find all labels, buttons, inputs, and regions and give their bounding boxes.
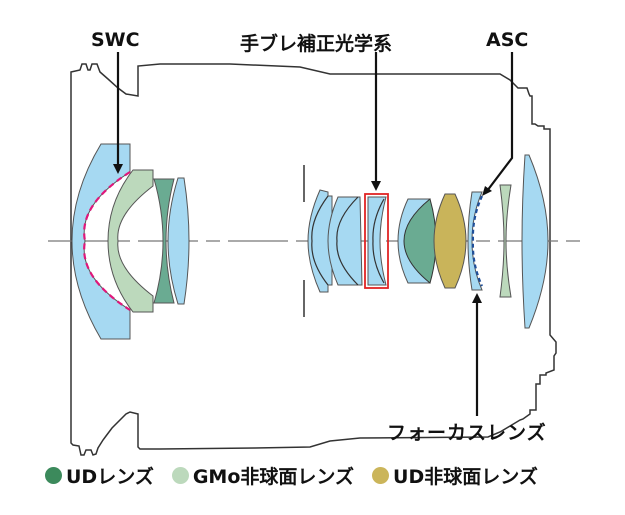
legend-label: GMo非球面レンズ (192, 466, 355, 488)
legend-item-ud-lens: UDレンズ (45, 462, 154, 489)
ois-highlight-box (364, 193, 389, 289)
focus-lens-label: フォーカスレンズ (387, 422, 547, 444)
ois-arrowhead (371, 181, 381, 191)
legend: UDレンズ GMo非球面レンズ UD非球面レンズ (45, 462, 556, 489)
optical-image-stabilizer-label: 手ブレ補正光学系 (240, 33, 393, 55)
lens-barrel-outline (70, 63, 557, 456)
lens-element-13 (521, 154, 549, 329)
lens-element-5-inner-curve (311, 195, 329, 286)
asc-pointer-line (486, 52, 514, 192)
swc-label: SWC (91, 29, 140, 51)
lens-element-2-gmo-aspherical (107, 169, 154, 313)
legend-item-ud-aspherical: UD非球面レンズ (372, 462, 538, 489)
lens-element-1 (71, 143, 131, 340)
lens-element-3-ud (153, 178, 175, 304)
lens-element-6 (327, 196, 363, 286)
asc-coating (471, 195, 484, 287)
light-green-dot-icon (171, 467, 189, 484)
asc-label: ASC (486, 29, 529, 51)
legend-label: UDレンズ (66, 466, 154, 488)
lens-element-11-focus (467, 191, 483, 291)
swc-coating (83, 171, 131, 311)
legend-label: UD非球面レンズ (393, 466, 538, 488)
lens-element-7-ois (367, 196, 387, 286)
lens-element-7-inner-curve (372, 198, 385, 284)
asc-arrowhead (482, 186, 492, 196)
legend-item-gmo-aspherical: GMo非球面レンズ (171, 462, 355, 489)
lens-element-10-ud-aspherical (433, 193, 467, 289)
gold-dot-icon (372, 467, 390, 484)
lens-element-12-gmo-aspherical (499, 184, 512, 298)
lens-element-5 (307, 189, 333, 293)
dark-green-dot-icon (45, 467, 62, 484)
swc-arrowhead (113, 164, 123, 174)
lens-element-6-inner-curve (336, 196, 359, 286)
focus-arrowhead (472, 293, 482, 303)
lens-element-4 (167, 177, 190, 305)
